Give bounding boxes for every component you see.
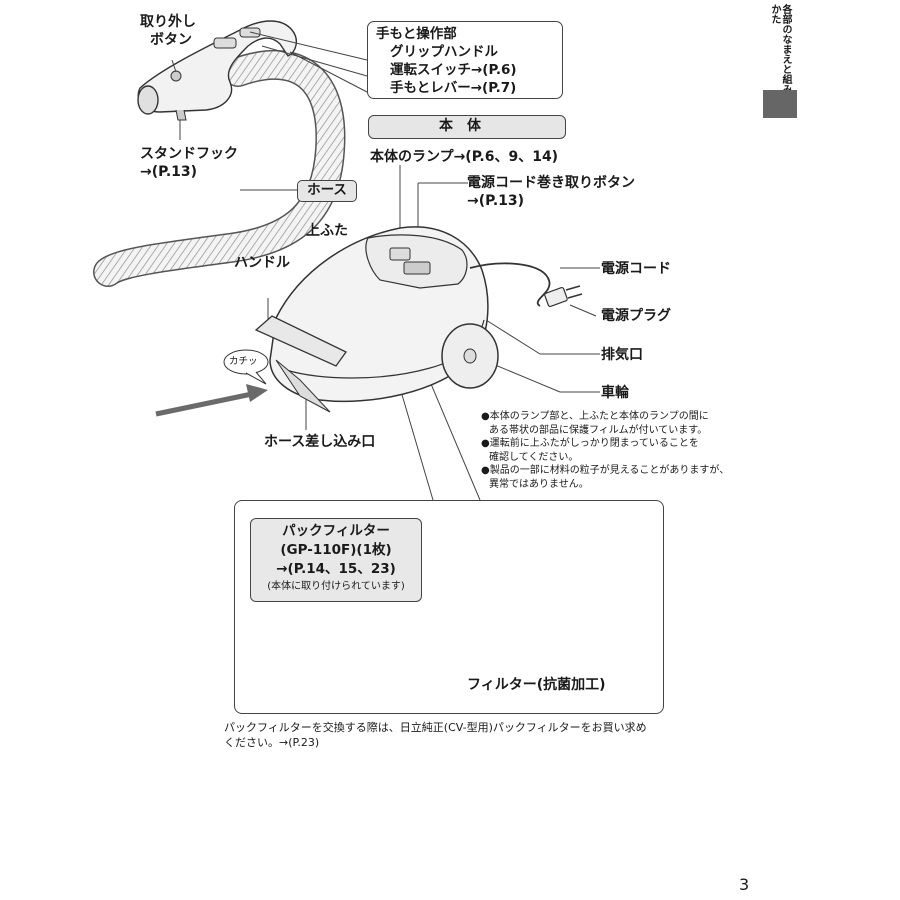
carry-handle-icon: [254, 315, 347, 367]
footer-line: パックフィルターを交換する際は、日立純正(CV-型用)パックフィルターをお買い求…: [224, 721, 647, 734]
label-wheel: 車輪: [601, 385, 629, 401]
vacuum-body-icon: [269, 226, 489, 413]
pack-filter-line: (GP-110F)(1枚): [280, 542, 392, 558]
hand-controls-item-grip: グリップハンドル: [390, 44, 498, 60]
page-number: 3: [739, 875, 750, 894]
hand-controls-title: 手もと操作部: [376, 26, 457, 42]
hose-tag: ホース: [297, 180, 357, 202]
label-power-cord: 電源コード: [601, 261, 671, 277]
note-line: ●運転前に上ふたがしっかり閉まっていることを: [481, 438, 699, 449]
pack-filter-label-box: パックフィルター (GP-110F)(1枚) →(P.14、15、23) (本体…: [250, 518, 422, 602]
label-filter-antibacterial: フィルター(抗菌加工): [467, 677, 606, 693]
label-release-button-2: ボタン: [150, 32, 192, 48]
note-line: ●製品の一部に材料の粒子が見えることがありますが、: [481, 465, 730, 476]
label-stand-hook-2: →(P.13): [140, 164, 198, 180]
label-handle: ハンドル: [234, 255, 290, 271]
pack-filter-line: →(P.14、15、23): [276, 561, 396, 577]
hand-controls-item-switch: 運転スイッチ→(P.6): [390, 62, 517, 78]
main-body-tag: 本体: [368, 115, 566, 139]
hand-controls-item-lever: 手もとレバー→(P.7): [390, 80, 517, 96]
chapter-tab-text: 各部のなまえと組み立てかた: [769, 4, 791, 114]
label-hose-inlet: ホース差し込み口: [264, 434, 376, 450]
pack-filter-line: パックフィルター: [282, 523, 390, 539]
label-lid: 上ふた: [306, 223, 348, 239]
note-line: ●本体のランプ部と、上ふたと本体のランプの間に: [481, 411, 709, 422]
note-line: 確認してください。: [489, 451, 579, 463]
click-bubble-icon: [223, 349, 269, 385]
power-cord-icon: [469, 262, 583, 308]
label-release-button-1: 取り外し: [140, 14, 196, 30]
label-click-sound: カチッ: [229, 356, 258, 367]
grip-handle-icon: [137, 20, 298, 121]
pack-filter-note: (本体に取り付けられています): [267, 581, 405, 592]
note-line: 異常ではありません。: [489, 478, 589, 490]
label-cord-rewind-2: →(P.13): [467, 193, 525, 209]
note-line: ある帯状の部品に保護フィルムが付いています。: [489, 424, 708, 436]
insert-arrow-icon: [155, 384, 268, 417]
label-exhaust: 排気口: [601, 347, 643, 363]
wheel-icon: [441, 323, 499, 389]
notes-block: ●本体のランプ部と、上ふたと本体のランプの間に ある帯状の部品に保護フィルムが付…: [481, 410, 729, 491]
chapter-tab: 各部のなまえと組み立てかた: [763, 0, 797, 118]
label-main-lamp: 本体のランプ→(P.6、9、14): [370, 149, 559, 165]
footer-note: パックフィルターを交換する際は、日立純正(CV-型用)パックフィルターをお買い求…: [224, 720, 647, 750]
hand-controls-box: 手もと操作部 グリップハンドル 運転スイッチ→(P.6) 手もとレバー→(P.7…: [367, 21, 563, 99]
label-stand-hook-1: スタンドフック: [140, 146, 238, 162]
footer-line: ください。→(P.23): [224, 736, 320, 749]
label-cord-rewind-1: 電源コード巻き取りボタン: [467, 175, 635, 191]
chapter-tab-marker: [763, 90, 797, 118]
label-power-plug: 電源プラグ: [601, 308, 671, 324]
